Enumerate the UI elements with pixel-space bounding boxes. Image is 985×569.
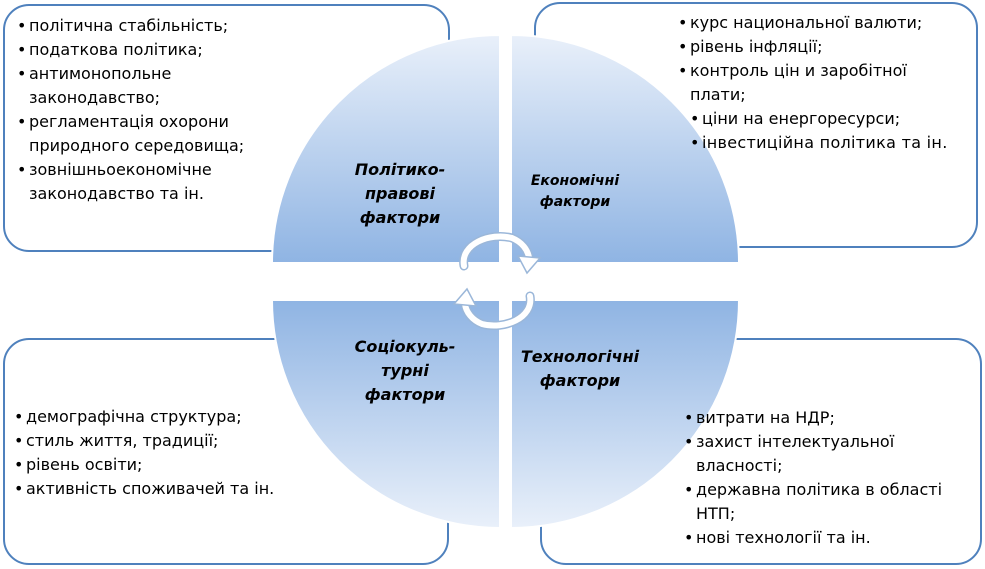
list-item: •регламентація охорони природного середо… — [17, 110, 257, 158]
bullet-icon: • — [684, 408, 694, 427]
quadrant-political-legal — [270, 33, 501, 264]
list-item: •стиль життя, традиції; — [14, 429, 294, 453]
list-item: •політична стабільність; — [17, 14, 257, 38]
list-item-text: демографічна структура; — [26, 407, 242, 426]
list-item: •ціни на енергоресурси; — [678, 107, 963, 131]
list-item: •рівень інфляції; — [678, 35, 963, 59]
economic-factor-list: •курс национальної валюти; •рівень інфля… — [678, 11, 963, 155]
bullet-icon: • — [14, 479, 24, 498]
list-item-text: захист інтелектуальної власності; — [696, 432, 895, 475]
bullet-icon: • — [17, 112, 27, 131]
list-item-text: державна політика в області НТП; — [696, 480, 943, 523]
list-item-text: політична стабільність; — [29, 16, 229, 35]
list-item-text: стиль життя, традиції; — [26, 431, 219, 450]
list-item-text: курс национальної валюти; — [690, 13, 923, 32]
economic-factors-label: Економічні фактори — [520, 171, 630, 213]
list-item-text: рівень інфляції; — [690, 37, 823, 56]
label-line: турні — [381, 361, 429, 380]
label-line: фактори — [539, 194, 611, 210]
sociocultural-factor-list: •демографічна структура; •стиль життя, т… — [14, 405, 294, 501]
label-line: фактори — [364, 385, 446, 404]
bullet-icon: • — [14, 407, 24, 426]
quadrant-technological — [510, 299, 741, 530]
list-item: •витрати на НДР; — [684, 406, 944, 430]
list-item-text: активність споживачей та ін. — [26, 479, 275, 498]
list-item: •контроль цін и заробітної плати; — [678, 59, 963, 107]
list-item-text: ціни на енергоресурси; — [702, 109, 901, 128]
list-item-text: витрати на НДР; — [696, 408, 835, 427]
list-item: •захист інтелектуальної власності; — [684, 430, 944, 478]
list-item-text: рівень освіти; — [26, 455, 143, 474]
list-item-text: контроль цін и заробітної плати; — [690, 61, 907, 104]
bullet-icon: • — [14, 431, 24, 450]
list-item: •державна політика в області НТП; — [684, 478, 944, 526]
bullet-icon: • — [17, 160, 27, 179]
list-item-text: зовнішньоекономічне законодавство та ін. — [29, 160, 212, 203]
bullet-icon: • — [678, 13, 688, 32]
quadrant-sociocultural — [270, 299, 501, 530]
bullet-icon: • — [17, 64, 27, 83]
cycle-arrow-top-icon — [459, 232, 542, 275]
cycle-arrow-bottom-icon — [452, 287, 535, 330]
list-item-text: нові технології та ін. — [696, 528, 871, 547]
list-item-text: податкова політика; — [29, 40, 203, 59]
label-line: правові — [364, 184, 436, 203]
label-line: фактори — [359, 208, 441, 227]
bullet-icon: • — [684, 480, 694, 499]
label-line: Політико- — [354, 160, 446, 179]
bullet-icon: • — [690, 133, 700, 152]
technological-factor-list: •витрати на НДР; •захист інтелектуальної… — [684, 406, 944, 550]
bullet-icon: • — [678, 61, 688, 80]
sociocultural-factors-label: Соціокуль- турні фактори — [345, 335, 465, 407]
bullet-icon: • — [17, 40, 27, 59]
list-item: •демографічна структура; — [14, 405, 294, 429]
list-item-text: інвестиційна політика та ін. — [702, 133, 948, 152]
list-item: •курс национальної валюти; — [678, 11, 963, 35]
list-item: •зовнішньоекономічне законодавство та ін… — [17, 158, 257, 206]
bullet-icon: • — [678, 37, 688, 56]
label-line: Соціокуль- — [354, 337, 456, 356]
list-item: •активність споживачей та ін. — [14, 477, 294, 501]
bullet-icon: • — [17, 16, 27, 35]
list-item: •податкова політика; — [17, 38, 257, 62]
list-item: •інвестиційна політика та ін. — [678, 131, 963, 155]
technological-factors-label: Технологічні фактори — [510, 345, 650, 393]
quadrant-economic — [510, 33, 741, 264]
political-legal-factors-label: Політико- правові фактори — [345, 158, 455, 230]
list-item: •рівень освіти; — [14, 453, 294, 477]
list-item: •нові технології та ін. — [684, 526, 944, 550]
label-line: Технологічні — [520, 347, 640, 366]
bullet-icon: • — [14, 455, 24, 474]
list-item: •антимонопольне законодавство; — [17, 62, 257, 110]
label-line: фактори — [539, 371, 621, 390]
label-line: Економічні — [530, 173, 620, 189]
bullet-icon: • — [684, 528, 694, 547]
political-legal-factor-list: •політична стабільність; •податкова полі… — [17, 14, 257, 206]
list-item-text: антимонопольне законодавство; — [29, 64, 172, 107]
list-item-text: регламентація охорони природного середов… — [29, 112, 245, 155]
bullet-icon: • — [690, 109, 700, 128]
bullet-icon: • — [684, 432, 694, 451]
